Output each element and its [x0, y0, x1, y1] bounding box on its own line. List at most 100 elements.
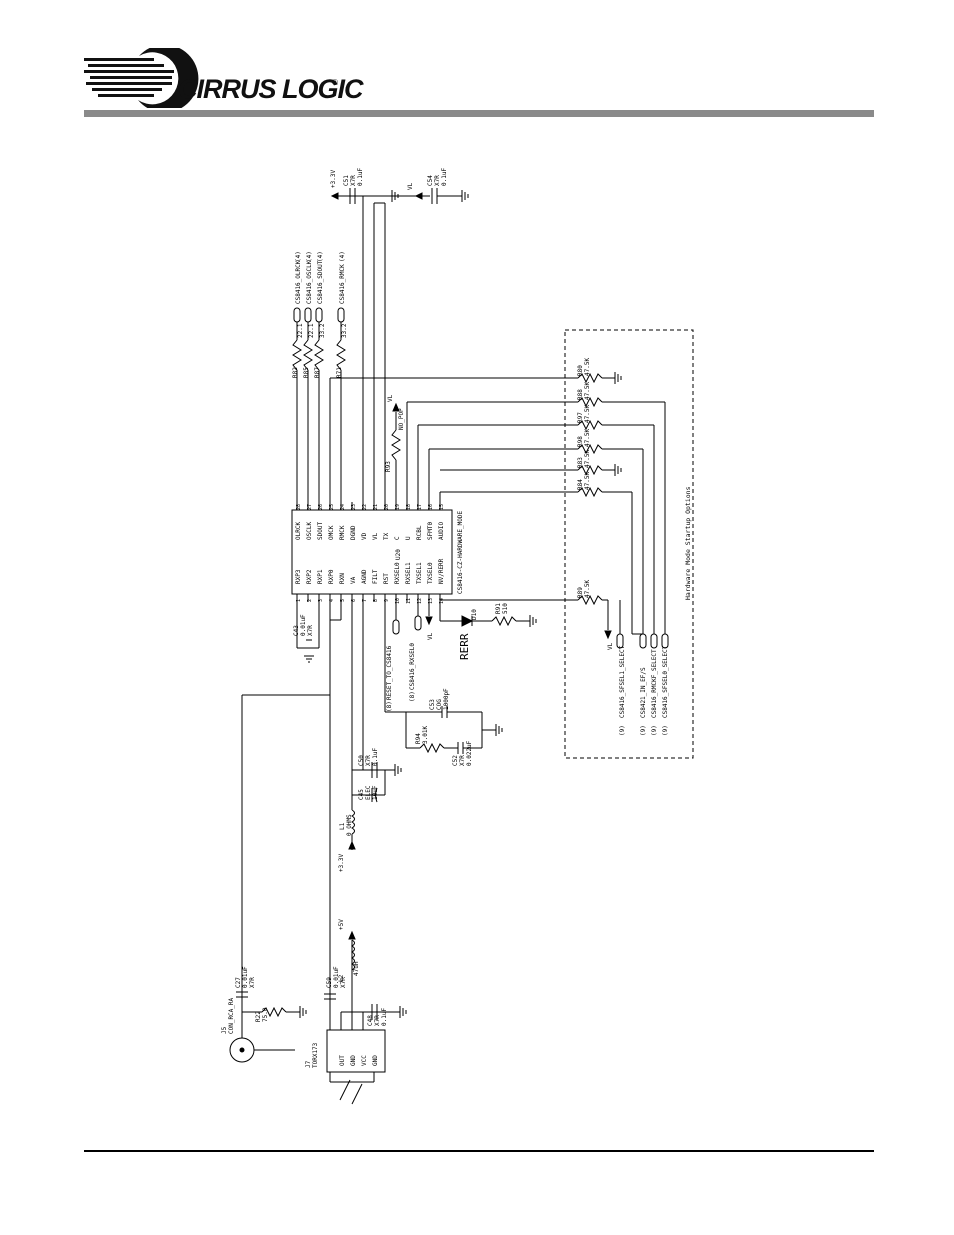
schematic-label: OLRCK [295, 522, 302, 540]
schematic-label: NV/RERR [438, 558, 445, 584]
schematic-label: 5 [340, 599, 346, 602]
ic-right-pin-numbers: 28 27 26 25 24 23 22 21 20 19 18 17 16 1… [296, 504, 445, 510]
ic-right-pin-stubs [296, 502, 441, 510]
schematic-label: R87 [314, 367, 321, 378]
schematic-label: ELEC [365, 785, 372, 800]
schematic-label: RXP0 [328, 569, 335, 584]
schematic-label: R97 [577, 412, 584, 423]
resistor-r87 [314, 339, 324, 371]
schematic-label: CS8416_OLRCK [295, 260, 302, 304]
schematic-label: OSCLK [306, 522, 313, 540]
schematic-label: OMCK [328, 525, 335, 540]
rerr-label: RERR [458, 633, 471, 660]
schematic-label: 33.2 [341, 323, 348, 338]
schematic-label: 47.5K [584, 429, 591, 447]
schematic-label: L2 [338, 974, 345, 982]
schematic-label: AUDIO [438, 522, 445, 540]
schematic-label: X7R [307, 625, 314, 636]
schematic-label: 0 OHMS [346, 814, 353, 836]
schematic-label: 8 [373, 599, 379, 602]
schematic-label: NO_POP [398, 408, 405, 430]
schematic-label: 18 [406, 504, 412, 510]
schematic-label: 22 [362, 504, 368, 510]
schematic-label: R83 [577, 457, 584, 468]
schematic-label: 10uF [372, 785, 379, 800]
schematic-label: 47uH [353, 961, 360, 976]
header-rule [84, 110, 874, 117]
schematic-label: VL [427, 632, 434, 640]
schematic-label: 33.2 [319, 323, 326, 338]
resistor-r88 [577, 396, 603, 408]
schematic-label: 25 [329, 504, 335, 510]
schematic-label: 23 [351, 504, 357, 510]
schematic-label: TX [383, 532, 390, 540]
schematic-label: U [405, 536, 412, 540]
ic-part: CS8416-CZ-HARDWARE_MODE [457, 511, 464, 594]
schematic-label: C27 [235, 977, 242, 988]
schematic-label: 15 [439, 504, 445, 510]
schematic-label: X7R [350, 175, 357, 186]
schematic-label: 0.01uF [242, 966, 249, 988]
schematic-label: (9) [640, 725, 647, 736]
schematic-label: (4) [295, 251, 302, 262]
schematic-label: 0.1uF [381, 1008, 388, 1026]
schematic-label: 0.1uF [441, 168, 448, 186]
schematic-label: RXSEL0 [394, 562, 401, 584]
schematic-label: 47.5K [584, 405, 591, 423]
schematic-label: TORX173 [312, 1042, 319, 1068]
schematic-label: (9) [619, 725, 626, 736]
schematic-label: 47.5K [584, 382, 591, 400]
schematic-label: X7R [365, 755, 372, 766]
schematic-label: 47.5K [584, 580, 591, 598]
schematic-label: 27 [307, 504, 313, 510]
schematic-label: X7R [459, 755, 466, 766]
schematic-label: (9) [651, 725, 658, 736]
schematic-label: 3.01K [422, 726, 429, 744]
schematic-label: R88 [577, 389, 584, 400]
schematic-label: 3 [318, 599, 324, 602]
schematic-label: J7 [305, 1060, 312, 1068]
schematic-label: 16 [428, 504, 434, 510]
resistor-r83 [577, 464, 603, 476]
schematic-label: CS8416_OSCLK [306, 260, 313, 304]
schematic-label: R22 [255, 1011, 262, 1022]
schematic-label: VD [361, 532, 368, 540]
schematic-label: C54 [427, 175, 434, 186]
schematic-label: 2 [307, 599, 313, 602]
schematic-label: 22.1 [297, 323, 304, 338]
ic-ref: U20 [395, 549, 402, 560]
schematic-label: C50 [358, 755, 365, 766]
schematic-label: 4 [329, 599, 335, 602]
resistor-r93 [391, 429, 401, 461]
schematic-label: TXSEL0 [427, 562, 434, 584]
schematic-label: 47.5K [584, 450, 591, 468]
options-box [564, 329, 694, 759]
schematic-label: 9 [384, 599, 390, 602]
schematic-label: 11 [406, 598, 412, 604]
schematic-label: VL [407, 182, 414, 190]
resistor-r80 [577, 372, 603, 384]
schematic-label: OUT [339, 1055, 346, 1066]
schematic-label: 26 [318, 504, 324, 510]
led-d10 [461, 615, 474, 627]
schematic-label: CS8416_RXSEL0 [409, 643, 416, 690]
options-box-title: Hardware Mode Startup Options [684, 486, 692, 600]
schematic-label: VA [350, 576, 357, 584]
schematic-label: AGND [361, 569, 368, 584]
schematic-label: 0.022uF [466, 740, 473, 766]
resistor-r89 [577, 594, 603, 606]
schematic-label: GND [350, 1055, 357, 1066]
schematic-label: VL [372, 532, 379, 540]
resistor-r98 [577, 443, 603, 455]
schematic-label: TXSEL1 [416, 562, 423, 584]
ic-left-pin-numbers: 1 2 3 4 5 6 7 8 9 10 11 12 13 14 [296, 598, 445, 604]
schematic-label: X7R [434, 175, 441, 186]
schematic-label: RXP2 [306, 569, 313, 584]
schematic-label: CS8416_RMCKF_SELECT [651, 649, 658, 718]
resistor-r85 [303, 339, 313, 371]
schematic-label: C59 [326, 977, 333, 988]
schematic-label: X7R [374, 1015, 381, 1026]
schematic-label: R98 [577, 436, 584, 447]
schematic-label: RMCK [339, 525, 346, 540]
